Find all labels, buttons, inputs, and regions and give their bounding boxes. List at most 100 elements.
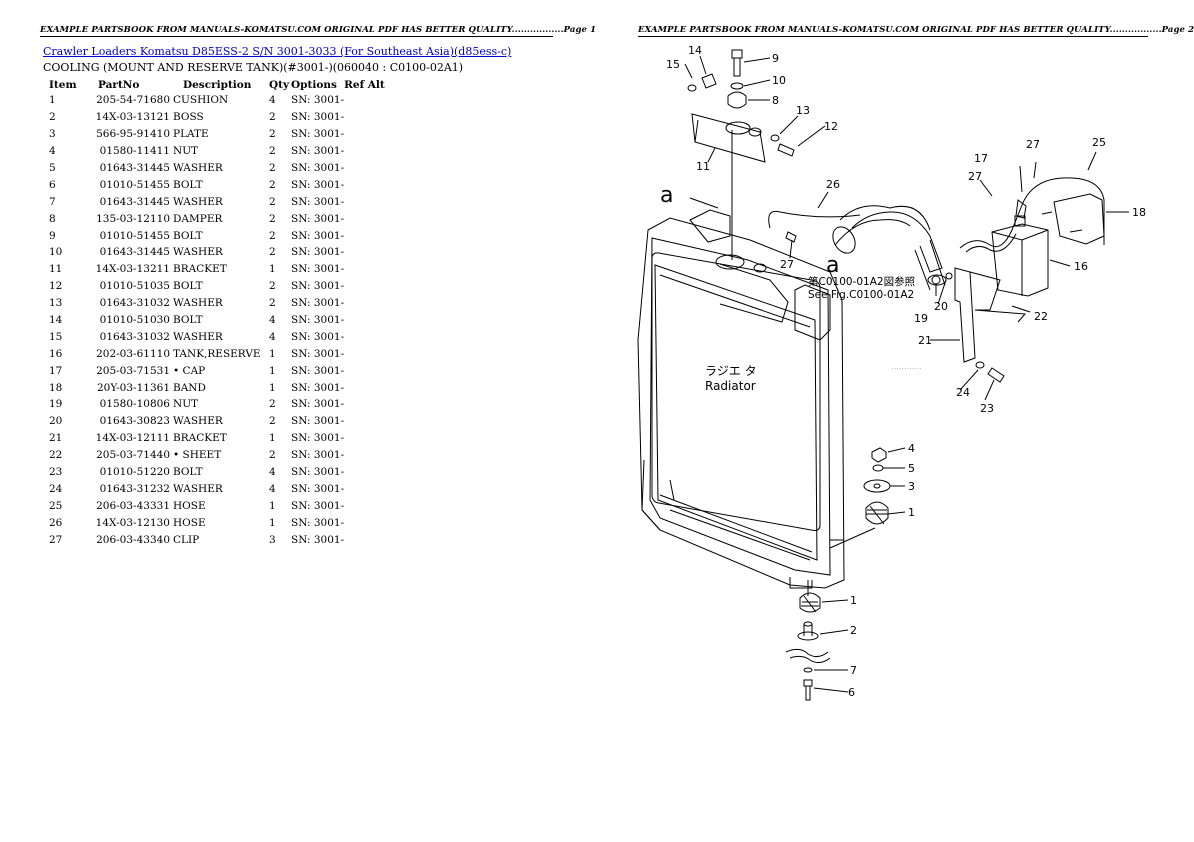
callout-3: 3 — [908, 480, 915, 493]
parts-table-header: Item PartNo Description Qty Options Ref … — [43, 77, 394, 92]
part-number: 01010-51455 — [99, 229, 170, 242]
part-number: 20Y-03-11361 — [97, 381, 170, 394]
part-options: SN: 3001- — [291, 449, 345, 462]
page-subtitle: COOLING (MOUNT AND RESERVE TANK)(#3001-)… — [43, 61, 464, 74]
ref-alt — [344, 126, 394, 143]
part-description: BOLT — [173, 466, 203, 479]
ref-alt — [344, 312, 394, 329]
part-options: SN: 3001- — [291, 94, 345, 107]
ref-alt — [344, 193, 394, 210]
radiator-label: Radiator — [705, 379, 756, 393]
callout-13: 13 — [796, 104, 810, 117]
ref-alt — [344, 210, 394, 227]
item-number: 16 — [49, 347, 63, 360]
part-description: BOLT — [173, 314, 203, 327]
item-number: 2 — [49, 111, 56, 124]
part-number: 01010-51030 — [99, 314, 170, 327]
col-partno: PartNo — [98, 78, 140, 91]
part-number: 01010-51455 — [99, 178, 170, 191]
parts-diagram: ラジエ タ Radiator a a — [637, 44, 1146, 701]
part-description: BAND — [173, 381, 206, 394]
part-qty: 2 — [269, 128, 276, 141]
part-qty: 2 — [269, 145, 276, 158]
part-qty: 2 — [269, 111, 276, 124]
item-number: 10 — [49, 246, 63, 259]
callout-25: 25 — [1092, 136, 1106, 149]
part-description: WASHER — [173, 297, 223, 310]
ref-alt — [344, 244, 394, 261]
reserve-tank-16-drawing — [991, 199, 1049, 297]
part-options: SN: 3001- — [291, 162, 345, 174]
part-number: 135-03-12110 — [96, 212, 170, 225]
col-options: Options — [291, 78, 337, 91]
part-number: 206-03-43331 — [96, 499, 170, 512]
part-qty: 4 — [269, 94, 276, 107]
callout-7: 7 — [850, 664, 857, 677]
part-description: WASHER — [173, 195, 223, 208]
part-qty: 2 — [269, 229, 276, 242]
part-qty: 4 — [269, 330, 276, 343]
part-options: SN: 3001- — [291, 297, 345, 310]
item-number: 14 — [49, 314, 63, 327]
callout-8: 8 — [772, 94, 779, 107]
bolt-9-drawing — [727, 49, 747, 109]
item-number: 18 — [49, 381, 63, 394]
part-number: 205-54-71680 — [96, 94, 170, 107]
part-description: WASHER — [173, 162, 223, 174]
hose-25-drawing — [959, 177, 1105, 249]
item-number: 23 — [49, 466, 63, 479]
part-number: 01643-31445 — [99, 162, 170, 174]
part-description: WASHER — [173, 330, 223, 343]
ref-alt — [344, 92, 394, 109]
part-description: CUSHION — [173, 94, 229, 107]
part-number: 01643-30823 — [99, 415, 170, 428]
part-number: 01010-51035 — [99, 280, 170, 293]
part-options: SN: 3001- — [291, 364, 345, 377]
ref-alt — [344, 261, 394, 278]
part-qty: 1 — [269, 499, 276, 512]
part-options: SN: 3001- — [291, 330, 345, 343]
part-options: SN: 3001- — [291, 466, 345, 479]
part-options: SN: 3001- — [291, 229, 345, 242]
page-header-2: EXAMPLE PARTSBOOK FROM MANUALS-KOMATSU.C… — [638, 25, 1194, 37]
ref-alt — [344, 514, 394, 531]
part-qty: 1 — [269, 381, 276, 394]
item-number: 7 — [49, 195, 56, 208]
part-qty: 2 — [269, 280, 276, 293]
callout-27: 27 — [968, 170, 982, 183]
breadcrumb-link[interactable]: Crawler Loaders Komatsu D85ESS-2 S/N 300… — [43, 45, 512, 58]
item-number: 4 — [49, 145, 56, 158]
part-description: • CAP — [173, 364, 206, 377]
item-number: 13 — [49, 297, 63, 310]
see-fig-label: See Fig.C0100-01A2 — [808, 289, 914, 301]
part-qty: 1 — [269, 263, 276, 276]
part-description: WASHER — [173, 482, 223, 495]
callout-1: 1 — [850, 594, 857, 607]
part-number: 14X-03-13211 — [95, 263, 170, 276]
part-options: SN: 3001- — [291, 212, 345, 225]
item-number: 17 — [49, 364, 63, 377]
part-options: SN: 3001- — [291, 195, 345, 208]
callout-14: 14 — [688, 44, 702, 57]
part-qty: 2 — [269, 195, 276, 208]
callout-18: 18 — [1132, 206, 1146, 219]
ref-alt — [344, 480, 394, 497]
part-number: 14X-03-12111 — [95, 432, 170, 445]
view-marker-a-2: a — [826, 253, 839, 278]
view-marker-a-1: a — [660, 183, 673, 208]
part-qty: 4 — [269, 482, 276, 495]
part-description: PLATE — [173, 128, 209, 141]
callout-19: 19 — [914, 312, 928, 325]
